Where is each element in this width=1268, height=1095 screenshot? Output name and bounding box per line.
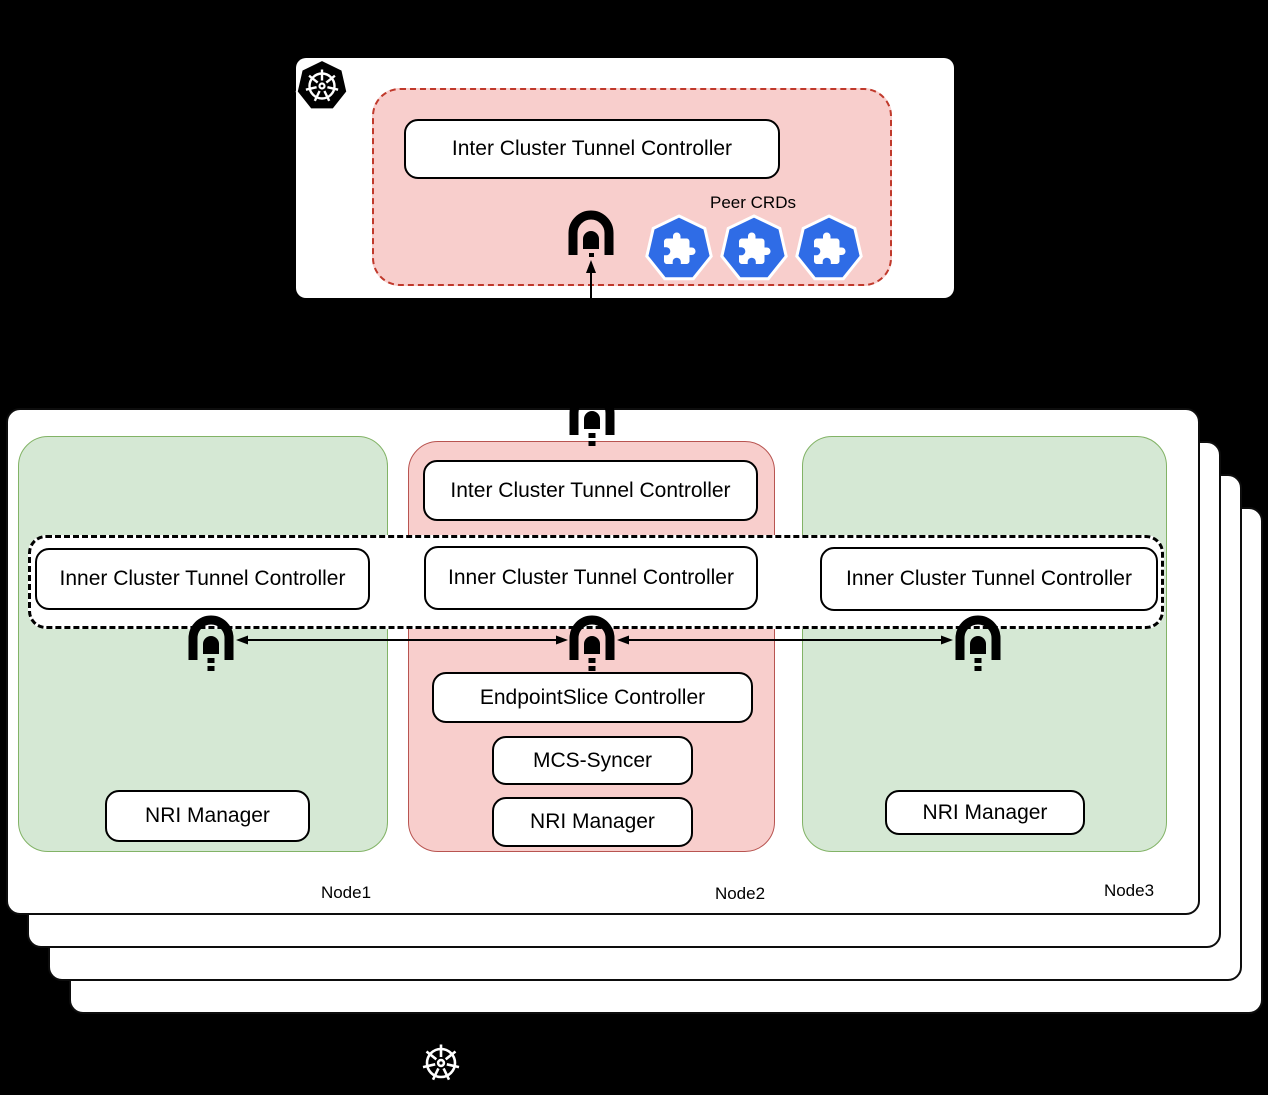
host-tunnel-icon <box>568 210 614 257</box>
host-inter-cluster-tunnel-controller: Inter Cluster Tunnel Controller <box>404 119 780 179</box>
kubernetes-logo-icon <box>295 58 349 111</box>
endpointslice-controller: EndpointSlice Controller <box>432 672 753 723</box>
node1-tunnel-icon <box>188 615 234 671</box>
node2-tunnel-icon <box>569 615 615 671</box>
node3-label: Node3 <box>1103 881 1155 900</box>
node2-inter-cluster-tunnel-controller: Inter Cluster Tunnel Controller <box>423 460 758 521</box>
node3-nri-manager: NRI Manager <box>885 790 1085 835</box>
crd-puzzle-heptagon-icon <box>645 214 713 281</box>
footer-kubernetes-wheel-icon <box>422 1044 460 1081</box>
node3-tunnel-icon <box>955 615 1001 671</box>
node1-nri-manager: NRI Manager <box>105 790 310 842</box>
node1-inner-cluster-tunnel-controller: Inner Cluster Tunnel Controller <box>35 548 370 610</box>
member-cluster-top-tunnel-icon <box>569 390 615 446</box>
node2-inner-cluster-tunnel-controller: Inner Cluster Tunnel Controller <box>424 546 758 610</box>
crd-puzzle-heptagon-icon <box>720 214 788 281</box>
node2-nri-manager: NRI Manager <box>492 797 693 847</box>
mcs-syncer: MCS-Syncer <box>492 736 693 785</box>
node3-inner-cluster-tunnel-controller: Inner Cluster Tunnel Controller <box>820 547 1158 611</box>
node2-label: Node2 <box>714 884 766 903</box>
peer-crds-label: Peer CRDs <box>710 193 796 212</box>
crd-puzzle-heptagon-icon <box>795 214 863 281</box>
node1-label: Node1 <box>320 883 372 902</box>
